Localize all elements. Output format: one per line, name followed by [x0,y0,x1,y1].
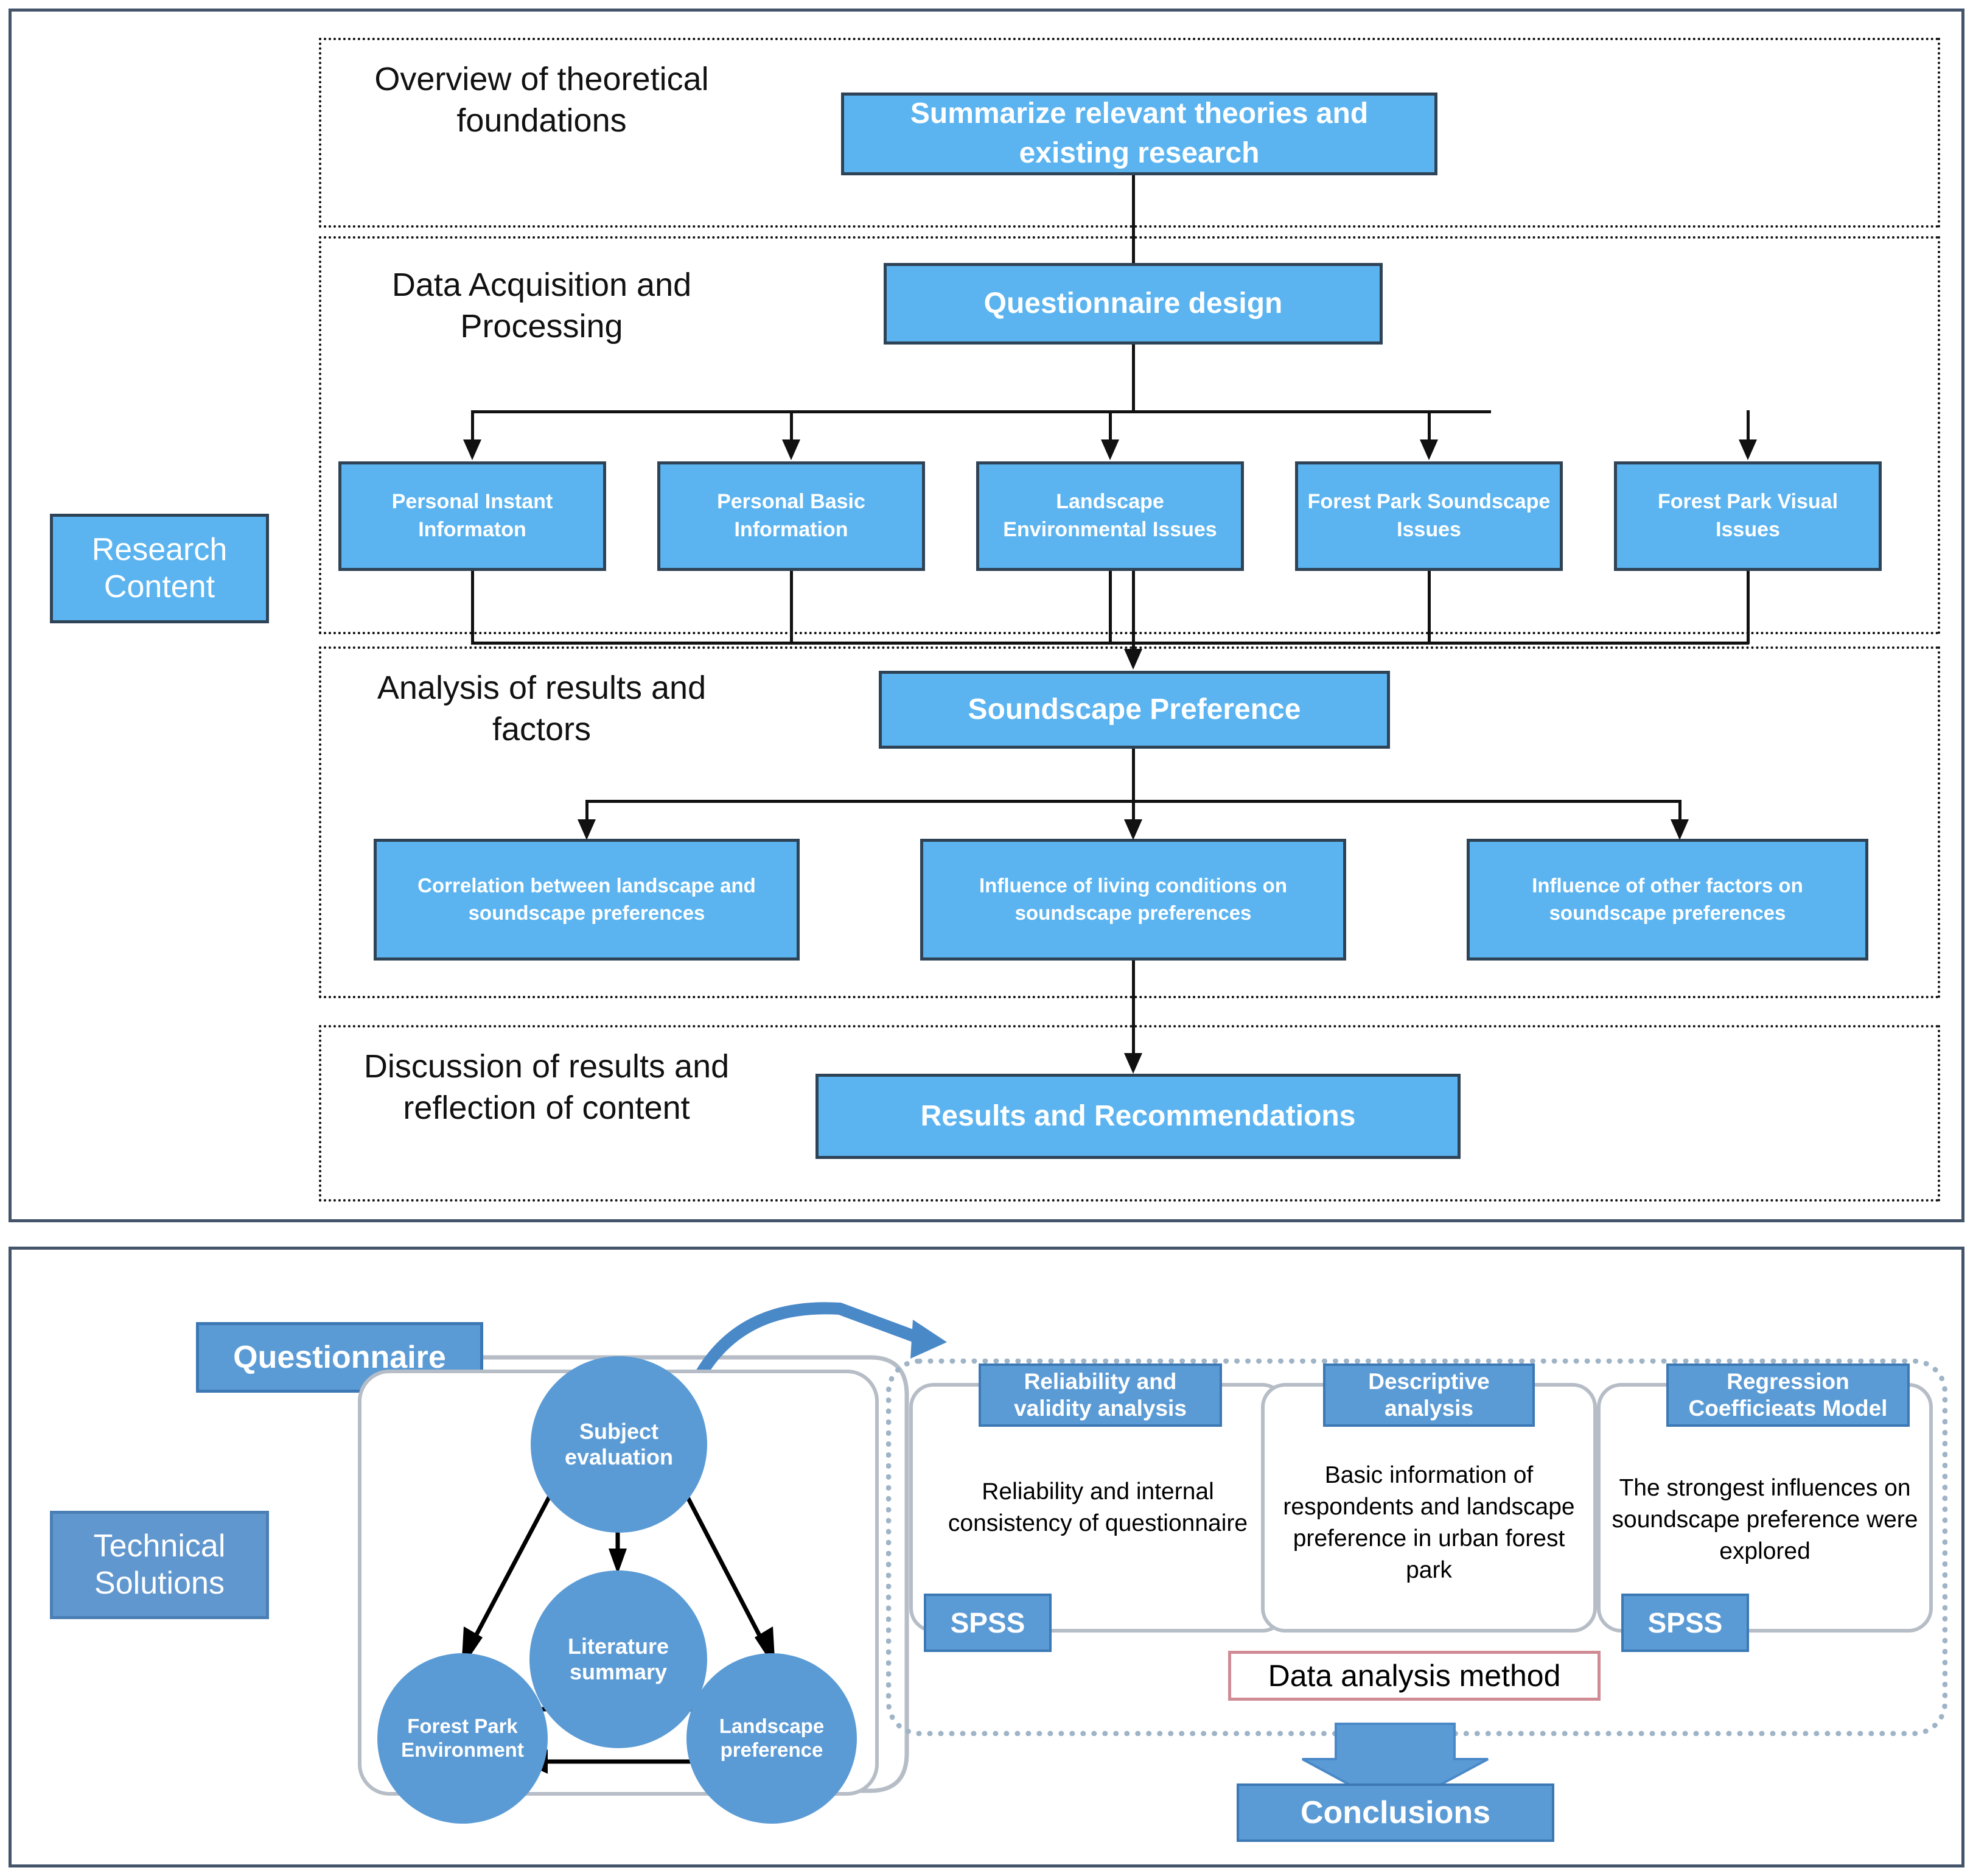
connector-merge-2 [790,571,793,644]
research-content-label-text: Research Content [91,531,228,604]
method-head-regression[interactable]: Regression Coefficieats Model [1666,1363,1910,1427]
method-head-reliability[interactable]: Reliability and validity analysis [979,1363,1222,1427]
connector-branch-2 [790,410,793,441]
connector-preference-down [1132,749,1135,802]
box-questionnaire-design[interactable]: Questionnaire design [884,263,1383,345]
section-band-data-acquisition [319,236,1940,634]
data-analysis-method-caption: Data analysis method [1228,1651,1601,1701]
box-summarize-theories[interactable]: Summarize relevant theories and existing… [841,93,1437,175]
box-influence-living-conditions[interactable]: Influence of living conditions on sounds… [920,839,1346,961]
box-forest-park-soundscape-issues[interactable]: Forest Park Soundscape Issues [1295,461,1563,571]
connector-merge-bar [471,642,1749,645]
arrow-branch-1 [463,439,481,460]
arrow-factor-3 [1671,819,1689,840]
section-title-data-acquisition: Data Acquisition and Processing [391,267,692,345]
connector-merge-to-preference [1132,571,1135,650]
box-influence-other-factors[interactable]: Influence of other factors on soundscape… [1467,839,1868,961]
connector-branch-4 [1428,410,1431,441]
method-body-regression: The strongest influences on soundscape p… [1612,1474,1918,1565]
method-body-descriptive: Basic information of respondents and lan… [1283,1461,1575,1584]
arrow-factor-1 [578,819,596,840]
arrow-branch-4 [1420,439,1438,460]
research-content-label: Research Content [50,514,269,623]
connector-factor-3 [1678,800,1681,821]
spss-tag-reliability[interactable]: SPSS [924,1594,1052,1652]
connector-merge-1 [471,571,474,644]
arrow-branch-2 [782,439,800,460]
technical-solutions-label-text: Technical Solutions [93,1528,226,1601]
connector-fanout-bar [471,410,1491,413]
arrow-factor-2 [1124,819,1142,840]
circle-subject-evaluation[interactable]: Subject evaluation [531,1356,707,1533]
connector-branch-5 [1747,410,1750,441]
connector-branch-3 [1109,410,1112,441]
method-card-reliability [909,1383,1287,1633]
box-forest-park-visual-issues[interactable]: Forest Park Visual Issues [1614,461,1882,571]
arrow-to-soundscape-preference [1124,649,1142,670]
connector-merge-3 [1109,571,1112,644]
box-soundscape-preference[interactable]: Soundscape Preference [879,671,1390,749]
technical-solutions-label: Technical Solutions [50,1511,269,1619]
box-results-recommendations[interactable]: Results and Recommendations [815,1074,1461,1159]
connector-merge-4 [1428,571,1431,644]
arrow-branch-3 [1101,439,1119,460]
circle-literature-summary[interactable]: Literature summary [529,1570,707,1748]
section-title-analysis: Analysis of results and factors [377,670,707,748]
connector-design-down [1132,345,1135,413]
arrow-branch-5 [1739,439,1757,460]
circle-landscape-preference[interactable]: Landscape preference [686,1653,857,1824]
research-content-frame [9,9,1964,1222]
method-head-descriptive[interactable]: Descriptive analysis [1323,1363,1535,1427]
box-personal-instant-information[interactable]: Personal Instant Informaton [338,461,606,571]
connector-factor-2 [1132,800,1135,821]
section-title-overview: Overview of theoretical foundations [374,61,709,139]
section-title-discussion: Discussion of results and reflection of … [363,1048,730,1127]
circle-forest-park-environment[interactable]: Forest Park Environment [377,1653,548,1824]
spss-tag-regression[interactable]: SPSS [1621,1594,1749,1652]
connector-branch-1 [471,410,474,441]
section-band-analysis [319,646,1940,998]
method-body-reliability: Reliability and internal consistency of … [948,1478,1248,1536]
connector-to-results [1132,961,1135,1054]
section-band-discussion [319,1025,1940,1202]
connector-summarize-to-design [1132,175,1135,263]
box-landscape-environmental-issues[interactable]: Landscape Environmental Issues [976,461,1244,571]
arrow-to-results [1124,1053,1142,1074]
section-band-overview [319,38,1940,228]
connector-factor-1 [585,800,588,821]
box-correlation-landscape-soundscape[interactable]: Correlation between landscape and sounds… [374,839,800,961]
connector-merge-5 [1747,571,1750,644]
conclusions-box[interactable]: Conclusions [1237,1783,1554,1842]
box-personal-basic-information[interactable]: Personal Basic Information [657,461,925,571]
